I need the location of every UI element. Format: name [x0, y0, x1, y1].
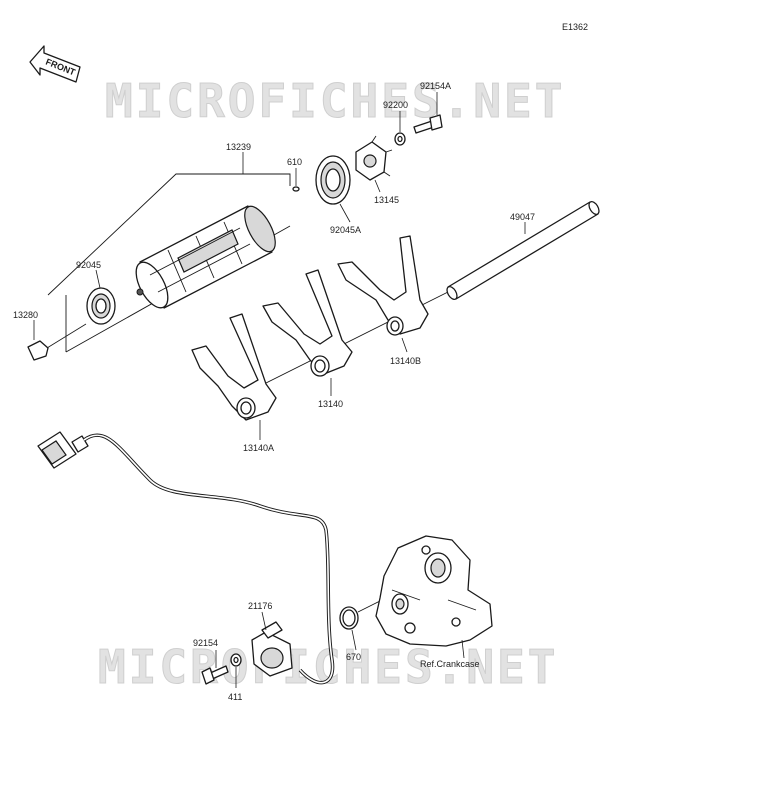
watermark-top: MICROFICHES.NET	[105, 74, 565, 128]
shift-fork-13140A	[191, 313, 277, 440]
cam-13145	[355, 135, 393, 193]
bearing-92045A	[315, 155, 351, 223]
label-92200: 92200	[383, 100, 408, 110]
shift-drum-group	[27, 152, 300, 361]
label-411: 411	[228, 692, 242, 702]
label-92045: 92045	[76, 260, 101, 270]
label-13140: 13140	[318, 399, 343, 409]
label-ref-crankcase: Ref.Crankcase	[420, 659, 480, 669]
fastener-13280	[27, 320, 87, 361]
label-13140A: 13140A	[243, 443, 274, 453]
shift-fork-13140B	[337, 235, 429, 353]
bolt-92154A	[413, 92, 443, 134]
label-21176: 21176	[248, 601, 272, 611]
gear-position-sensor-21176	[251, 611, 293, 677]
washer-92200	[394, 111, 406, 146]
label-13280: 13280	[13, 310, 38, 320]
shift-drum	[135, 205, 276, 309]
fork-shaft-49047	[241, 201, 600, 396]
label-13140B: 13140B	[390, 356, 421, 366]
pin-610	[292, 168, 300, 192]
shift-fork-13140	[262, 269, 353, 396]
front-arrow-icon: FRONT	[29, 45, 81, 83]
label-92045A: 92045A	[330, 225, 361, 235]
label-13239: 13239	[226, 142, 251, 152]
label-670: 670	[346, 652, 361, 662]
gear-sensor-group	[37, 431, 391, 688]
label-92154: 92154	[193, 638, 218, 648]
connector-plug	[37, 431, 89, 469]
bolt-92154	[201, 650, 229, 685]
label-610: 610	[287, 157, 302, 167]
watermark-bottom: MICROFICHES.NET	[98, 640, 558, 694]
washer-411	[230, 653, 242, 688]
crankcase-reference	[375, 535, 493, 659]
label-49047: 49047	[510, 212, 535, 222]
o-ring-670	[339, 595, 391, 651]
oil-seal-92045	[86, 269, 116, 325]
label-92154A: 92154A	[420, 81, 451, 91]
diagram-code: E1362	[562, 22, 588, 32]
label-13145: 13145	[374, 195, 399, 205]
